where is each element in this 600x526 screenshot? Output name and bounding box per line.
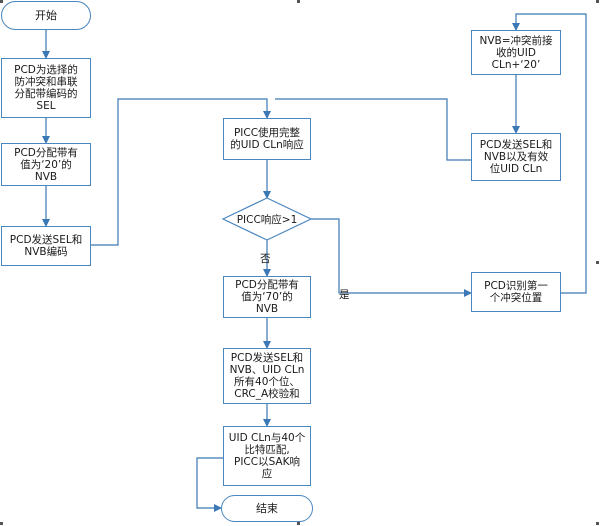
decision-diamond xyxy=(221,197,313,241)
canvas-corner-handle xyxy=(0,0,3,3)
edge-label-no: 否 xyxy=(260,253,271,265)
assign-nvb20-box: PCD分配带有 值为‘20’的 NVB xyxy=(1,143,91,186)
decision-label: PICC响应>1 xyxy=(236,213,298,226)
end-terminal: 结束 xyxy=(221,495,313,522)
canvas-corner-handle xyxy=(596,0,599,3)
canvas-corner-handle xyxy=(297,0,300,3)
edge-identify-to-prefix xyxy=(512,13,587,294)
start-terminal: 开始 xyxy=(1,1,91,30)
nvb-prefix-box: NVB=冲突前接 收的UID CLn+‘20’ xyxy=(471,30,561,75)
uid-match-box: UID CLn与40个 比特匹配, PICC以SAK响 应 xyxy=(223,426,311,486)
identify-collision-box: PCD识别第一 个冲突位置 xyxy=(471,272,561,312)
canvas-corner-handle xyxy=(596,261,599,264)
send-sel-nvb-box: PCD发送SEL和 NVB编码 xyxy=(1,226,91,266)
edge-send-to-picc xyxy=(91,98,271,246)
edge-label-yes: 是 xyxy=(339,289,350,301)
edge-decision-yes xyxy=(311,218,472,297)
send-40-bits-box: PCD发送SEL和 NVB、UID CLn 所有40个位、 CRC_A校验和 xyxy=(223,348,311,404)
canvas-corner-handle xyxy=(596,522,599,525)
send-valid-bits-box: PCD发送SEL和 NVB以及有效 位UID CLn xyxy=(471,133,561,181)
canvas-corner-handle xyxy=(297,522,300,525)
canvas-corner-handle xyxy=(0,522,3,525)
edge-match-to-end xyxy=(196,457,223,512)
select-sel-box: PCD为选择的 防冲突和串联 分配带编码的 SEL xyxy=(1,58,91,118)
edge-sendvalid-to-picc xyxy=(275,98,471,161)
picc-respond-box: PICC使用完整 的UID CLn响应 xyxy=(223,118,311,160)
assign-nvb70-box: PCD分配带有 值为‘70’的 NVB xyxy=(223,276,311,318)
